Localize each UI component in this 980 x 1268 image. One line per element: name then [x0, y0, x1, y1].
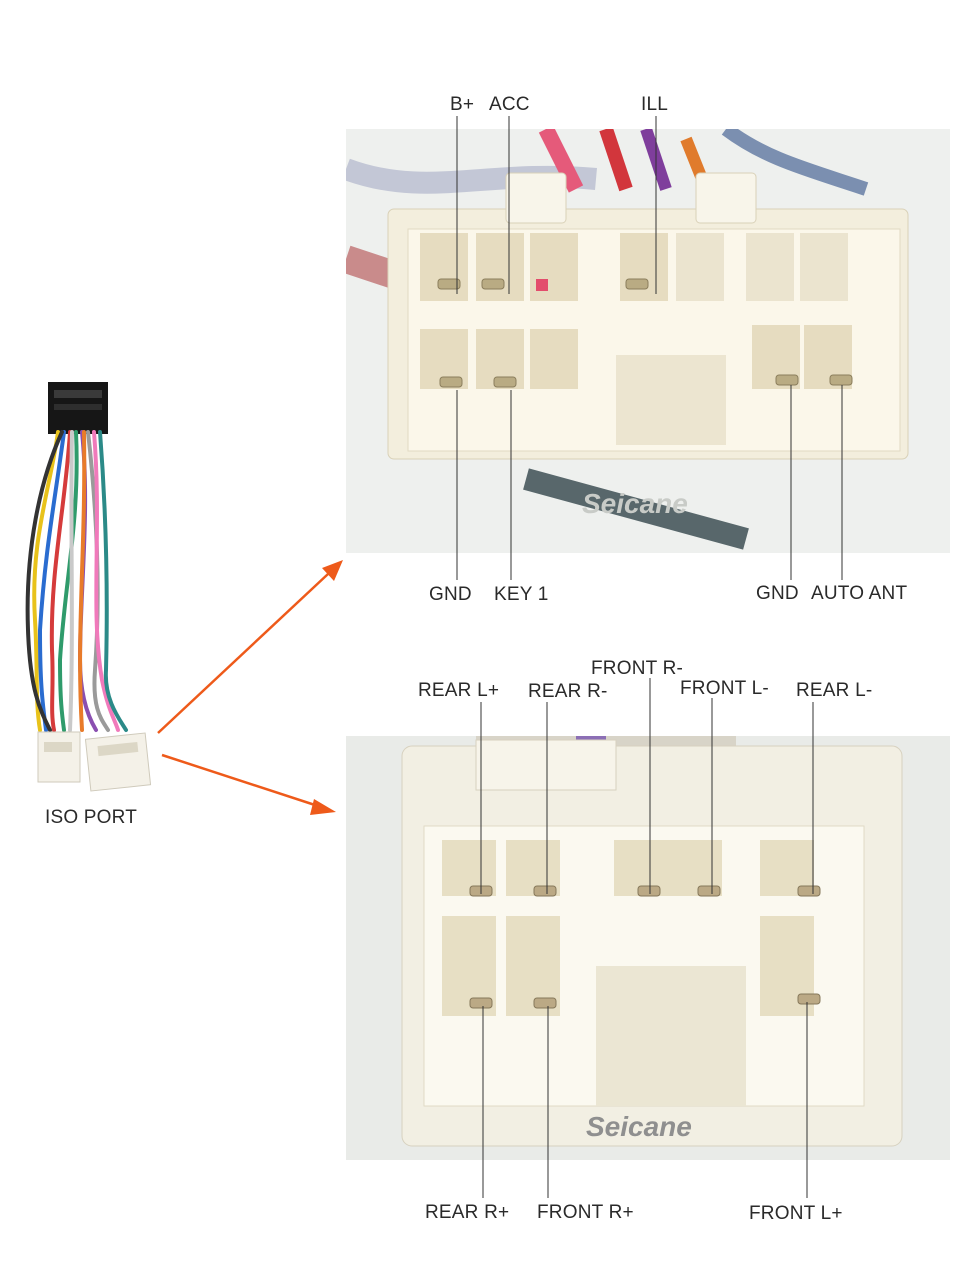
watermark-top: Seicane	[582, 488, 688, 519]
top-connector-photo: Seicane	[346, 129, 950, 553]
label-front-r-minus: FRONT R-	[591, 658, 684, 679]
label-b-plus: B+	[450, 94, 475, 115]
label-ill: ILL	[641, 94, 669, 115]
label-key-1: KEY 1	[494, 584, 549, 605]
arrowhead-top	[322, 560, 343, 581]
label-front-r-plus: FRONT R+	[537, 1202, 634, 1223]
arrow-to-bottom-connector	[161, 753, 319, 808]
iso-port-label: ISO PORT	[45, 807, 138, 828]
label-rear-r-minus: REAR R-	[528, 681, 608, 702]
arrowhead-bottom	[310, 799, 336, 815]
label-acc: ACC	[489, 94, 530, 115]
label-gnd-2: GND	[756, 583, 799, 604]
label-front-l-plus: FRONT L+	[749, 1203, 843, 1224]
label-gnd-1: GND	[429, 584, 472, 605]
label-auto-ant: AUTO ANT	[811, 583, 908, 604]
label-rear-r-plus: REAR R+	[425, 1202, 510, 1223]
iso-harness-image	[10, 370, 170, 800]
label-rear-l-plus: REAR L+	[418, 680, 500, 701]
bottom-connector-photo: Seicane	[346, 736, 950, 1160]
label-rear-l-minus: REAR L-	[796, 680, 873, 701]
arrow-to-top-connector	[157, 573, 329, 734]
watermark-bottom: Seicane	[586, 1111, 692, 1142]
label-front-l-minus: FRONT L-	[680, 678, 769, 699]
